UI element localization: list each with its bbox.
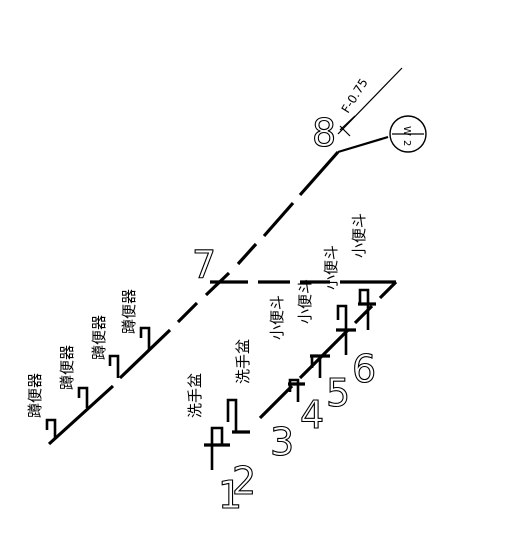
node-number-6: 6 [352, 347, 376, 391]
riser-tag-bottom: 2 [401, 140, 412, 146]
node-number-2: 2 [232, 459, 256, 503]
fixture-label: 小便斗 [296, 279, 314, 324]
fixture-labels-left: 蹲便器 蹲便器 蹲便器 蹲便器 [26, 289, 138, 418]
fixture-label: 小便斗 [322, 245, 340, 290]
branch-pipe-right [210, 280, 398, 420]
fixture-label: 蹲便器 [58, 345, 76, 390]
node-number-4: 4 [300, 393, 324, 437]
washbasin-traps [204, 398, 250, 470]
riser-tag-top: W [401, 126, 412, 136]
fixture-label: 蹲便器 [120, 289, 138, 334]
node-number-3: 3 [270, 420, 294, 464]
node-numbers: 1 2 3 4 5 6 7 8 [191, 110, 376, 517]
urinal-traps [288, 288, 376, 402]
main-pipe [47, 150, 340, 446]
fixture-label: 小便斗 [268, 295, 286, 340]
elevation-label: F-0.75 [339, 76, 371, 116]
fixture-label: 蹲便器 [26, 373, 44, 418]
node-number-7: 7 [192, 243, 216, 287]
fixture-labels-middle: 洗手盆 洗手盆 [186, 339, 252, 418]
node-number-8: 8 [312, 111, 336, 155]
fixture-label: 蹲便器 [90, 315, 108, 360]
fixture-label: 洗手盆 [186, 373, 204, 418]
node-number-1: 1 [218, 473, 242, 517]
node-number-5: 5 [326, 371, 350, 415]
squat-toilet-traps [45, 326, 151, 438]
fixture-labels-right: 小便斗 小便斗 小便斗 小便斗 [268, 213, 368, 340]
riser-tag: W 2 [337, 115, 427, 154]
fixture-label: 小便斗 [350, 213, 368, 258]
fixture-label: 洗手盆 [234, 339, 252, 384]
